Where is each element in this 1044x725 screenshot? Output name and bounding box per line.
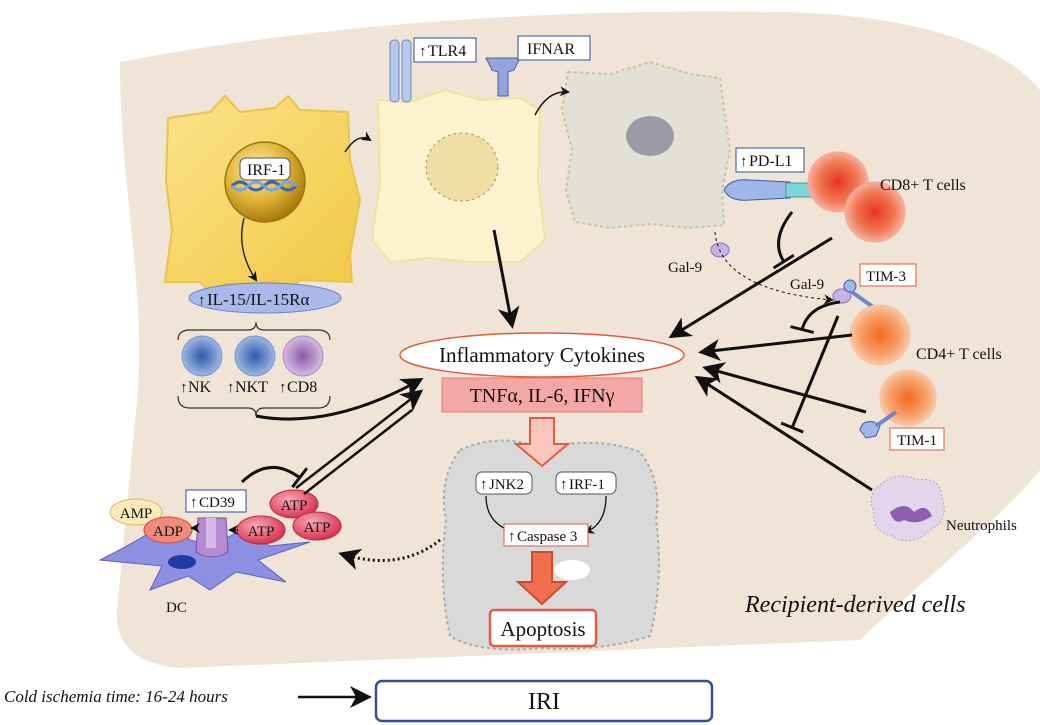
arrow-atp-to-cytokines [295,389,424,489]
tlr4-arrow: ↑ [419,44,427,60]
arrow-hepatocyte-to-activated [344,131,372,153]
cd39-label-box [185,489,247,513]
arrow-activated-to-damaged [534,86,570,116]
irf1-apop-label: IRF-1 [569,477,605,493]
cold-ischemia-label: Cold ischemia time: 16-24 hours [4,687,228,706]
irf1-label: IRF-1 [247,162,285,179]
ifnar-label-box [517,35,591,61]
nkt-arrow: ↑ [227,380,235,396]
ifnar-label: IFNAR [527,41,575,58]
cd4-tcells-label: CD4+ T cells [916,346,1002,363]
bracket-top [177,321,331,341]
arrow-atp-to-cytokines-2 [303,409,413,495]
cd39-label: CD39 [199,495,235,511]
damaged-cell [560,60,732,230]
donor-hepatocyte [163,94,362,294]
gal9-dotted-arrow [714,231,834,305]
cytokine-box [441,377,643,413]
arrow-neutrophils-to-cytokines [694,375,873,492]
nk-arrow: ↑ [180,380,188,396]
iri-box [374,679,714,723]
atp-pill-2 [269,489,319,519]
nkt-label: NKT [235,379,268,396]
adp-label: ADP [153,524,183,540]
tlr4-label: TLR4 [428,43,466,60]
atp-pill-3 [292,511,342,541]
inflammatory-label: Inflammatory Cytokines [439,343,645,367]
tim1-label-box [889,427,945,451]
iri-label: IRI [528,689,560,715]
atp-label-2: ATP [281,498,308,514]
il15-arrow: ↑ [198,293,206,309]
arrow-cd8-to-cytokines [668,236,833,339]
cd4-tcell-1 [849,304,911,366]
inhibit-pdl1 [772,211,795,270]
caspase3-arrow: ↑ [508,529,516,545]
pdl1-arrow: ↑ [740,154,748,170]
cytokine-label: TNFα, IL-6, IFNγ [470,385,615,407]
arrow-activated-to-cytokines [492,229,520,329]
il15-label: IL-15/IL-15Rα [207,290,309,309]
jnk2-box [475,471,533,495]
atp-label-3: ATP [304,520,331,536]
amp-pill [109,498,163,526]
nkt-cell [234,335,276,377]
arrow-lymphocytes-to-cytokines [255,378,424,421]
tim3-label-box [859,263,917,287]
neutrophils-label: Neutrophils [946,518,1017,534]
arrow-irf1-to-caspase [584,495,607,534]
irf1-box [239,157,291,181]
inhibit-cd39 [240,465,309,489]
red-block-arrow-2 [515,551,569,606]
red-block-arrow-1 [513,417,571,468]
inflammatory-ellipse [399,332,685,378]
inhibit-tim3-cd4 [790,300,841,334]
tim3-label: TIM-3 [866,269,906,285]
tim1-label: TIM-1 [897,433,937,449]
cd39-arrow: ↑ [190,495,198,511]
gal9-left-label: Gal-9 [668,260,702,276]
ifnar-receptor [485,57,521,97]
irf1-apop-arrow: ↑ [560,477,568,493]
cd8-tcells-label: CD8+ T cells [880,177,966,194]
pdl1-label: PD-L1 [749,153,793,170]
neutrophil-cell [870,475,945,542]
gal9-right-label: Gal-9 [790,277,824,293]
apoptosis-label: Apoptosis [500,617,585,641]
pdl1-receptor-complex [723,179,818,201]
pdl1-label-box [735,147,805,173]
dc-label: DC [166,600,187,616]
activated-hepatocyte [370,88,547,264]
arrow-apoptotic-to-atp [338,538,441,570]
arrow-cd4-to-cytokines [698,333,853,361]
cd8-small-arrow: ↑ [279,380,287,396]
amp-label: AMP [120,506,153,522]
inhibit-tim3-long [780,315,840,434]
caspase3-box [503,523,589,547]
arrow-tim1-to-cytokines [702,362,867,414]
jnk2-arrow: ↑ [480,477,488,493]
il15-ellipse [188,282,342,314]
nk-cell [181,335,223,377]
cd39-channel [195,517,229,558]
caspase3-label: Caspase 3 [517,529,577,545]
nk-label: NK [188,379,212,396]
tim1-receptor [859,410,898,439]
cd8-small-cell [282,335,324,377]
irf1-apop-box [555,471,617,495]
tlr4-label-box [413,37,477,63]
apoptosis-box [488,608,598,648]
tlr4-receptor [389,39,412,103]
atp-label-1: ATP [248,524,275,540]
jnk2-label: JNK2 [489,477,524,493]
cd8-tcell-2 [844,181,906,243]
arrow-irf1-to-il15 [241,217,258,282]
recipient-label: Recipient-derived cells [744,592,966,618]
cd8-small-label: CD8 [287,379,317,396]
